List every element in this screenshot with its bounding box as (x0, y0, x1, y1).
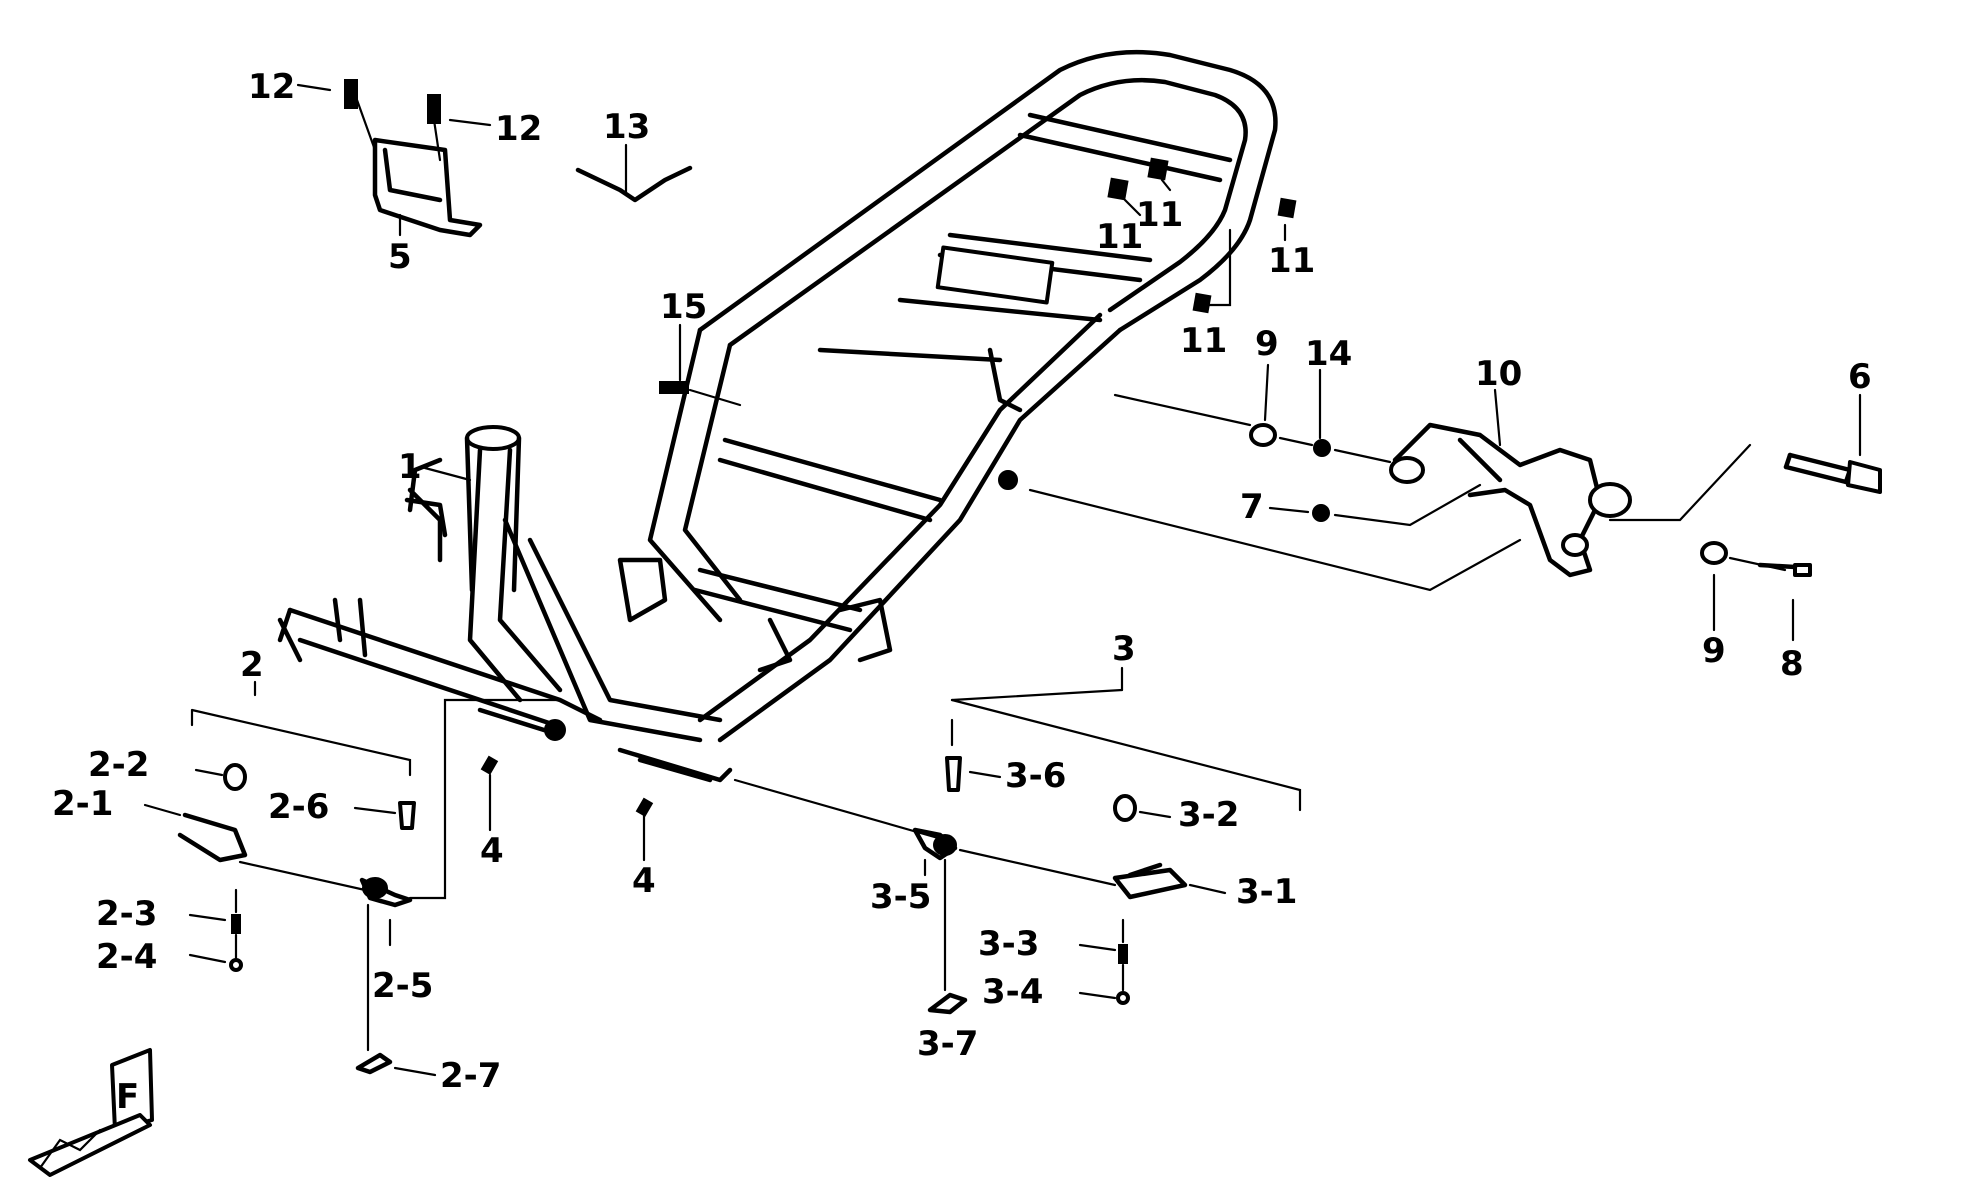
callout-4-right: 4 (632, 861, 656, 901)
bracket-part-5 (344, 79, 483, 238)
bolt-part-15 (659, 381, 689, 394)
callout-2-2: 2-2 (88, 745, 149, 785)
main-frame (277, 49, 1278, 783)
callout-14: 14 (1305, 334, 1352, 374)
left-footrest-group (177, 763, 416, 1075)
callout-8: 8 (1780, 644, 1804, 684)
callout-9-lower: 9 (1702, 631, 1726, 671)
callout-5: 5 (388, 237, 412, 277)
callout-2: 2 (240, 645, 264, 685)
callout-2-4: 2-4 (96, 937, 157, 977)
callout-3-2: 3-2 (1178, 795, 1239, 835)
callout-9-upper: 9 (1255, 324, 1279, 364)
front-direction-marker: F (28, 1048, 154, 1177)
leader-lines (143, 83, 1862, 1077)
engine-hanger-part-10 (1389, 422, 1632, 578)
callout-2-5: 2-5 (372, 966, 433, 1006)
callout-2-7: 2-7 (440, 1056, 501, 1096)
callout-1: 1 (398, 447, 422, 487)
callout-15: 15 (660, 287, 707, 327)
callout-labels: 1 2 2-1 2-2 2-3 2-4 2-5 2-6 2-7 3 3-1 3-… (52, 67, 1872, 1096)
callout-13: 13 (603, 107, 650, 147)
callout-2-6: 2-6 (268, 787, 329, 827)
callout-11-b: 11 (1136, 195, 1183, 235)
callout-11-c: 11 (1268, 241, 1315, 281)
callout-2-3: 2-3 (96, 894, 157, 934)
bolts-part-4 (480, 755, 654, 817)
callout-2-1: 2-1 (52, 784, 113, 824)
callout-3-1: 3-1 (1236, 872, 1297, 912)
callout-10: 10 (1475, 354, 1522, 394)
long-bolt-part-6 (1783, 452, 1882, 494)
callout-4-left: 4 (480, 831, 504, 871)
callout-12-right: 12 (495, 109, 542, 149)
callout-3-7: 3-7 (917, 1024, 978, 1064)
callout-11-a: 11 (1096, 217, 1143, 257)
callout-3-6: 3-6 (1005, 756, 1066, 796)
callout-12-left: 12 (248, 67, 295, 107)
right-footrest-group (912, 756, 1188, 1015)
small-fasteners (1107, 157, 1812, 577)
callout-3-5: 3-5 (870, 877, 931, 917)
callout-6: 6 (1848, 357, 1872, 397)
callout-3: 3 (1112, 629, 1136, 669)
callout-7: 7 (1240, 487, 1264, 527)
callout-3-3: 3-3 (978, 924, 1039, 964)
callout-11-d: 11 (1180, 321, 1227, 361)
cable-part-13 (575, 165, 693, 203)
callout-3-4: 3-4 (982, 972, 1043, 1012)
front-marker-letter: F (116, 1077, 139, 1117)
